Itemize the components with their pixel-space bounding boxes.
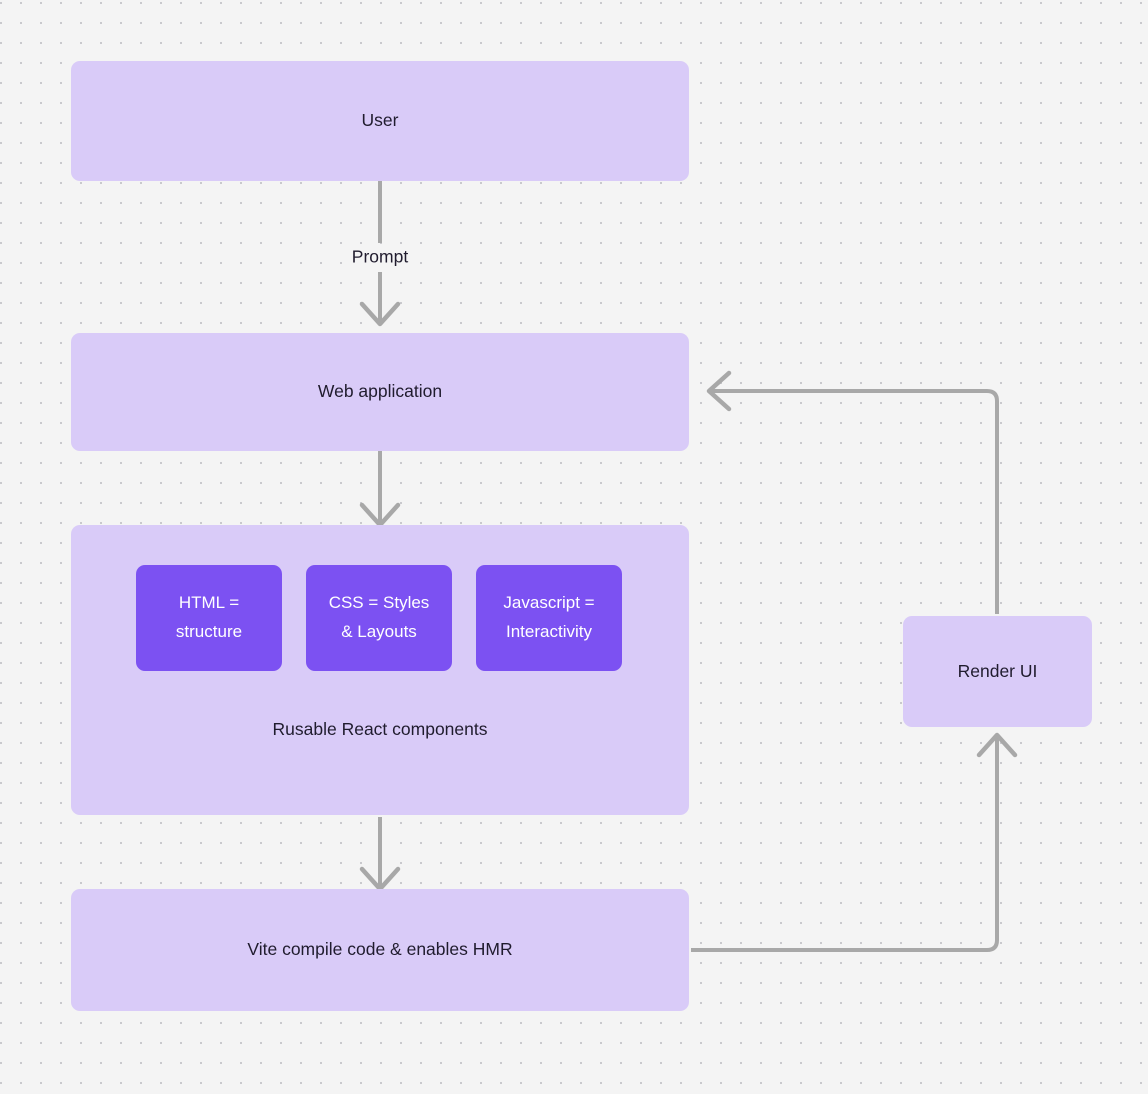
node-components-group-label: Rusable React components (272, 719, 488, 739)
node-render-ui[interactable]: Render UI (903, 616, 1092, 727)
node-css-block[interactable]: CSS = Styles & Layouts (306, 565, 452, 671)
node-user-label: User (361, 110, 399, 131)
node-render-ui-label: Render UI (957, 660, 1038, 681)
edge-render-ui-to-web-application (706, 370, 999, 614)
edge-components-to-vite (359, 817, 401, 892)
node-js-block-label: Javascript = Interactivity (503, 589, 594, 647)
edge-label-prompt: Prompt (345, 245, 415, 269)
node-html-block-line2: structure (175, 622, 243, 641)
node-js-block-line1: Javascript = (503, 593, 595, 613)
node-css-block-line2: & Layouts (341, 622, 417, 641)
node-css-block-line1: CSS = Styles (328, 593, 430, 613)
edge-web-application-to-components (359, 451, 401, 528)
node-vite-label: Vite compile code & enables HMR (247, 939, 513, 960)
node-js-block[interactable]: Javascript = Interactivity (476, 565, 622, 671)
node-html-block-line1: HTML = (178, 593, 240, 613)
node-css-block-label: CSS = Styles & Layouts (329, 589, 430, 647)
node-vite[interactable]: Vite compile code & enables HMR (71, 889, 689, 1011)
node-html-block-label: HTML = structure (176, 589, 242, 647)
edge-vite-to-render-ui (691, 732, 1018, 952)
node-web-application[interactable]: Web application (71, 333, 689, 451)
node-html-block[interactable]: HTML = structure (136, 565, 282, 671)
node-components-group[interactable]: HTML = structure CSS = Styles & Layouts … (71, 525, 689, 815)
node-web-application-label: Web application (317, 381, 443, 402)
node-js-block-line2: Interactivity (506, 622, 592, 641)
node-user[interactable]: User (71, 61, 689, 181)
